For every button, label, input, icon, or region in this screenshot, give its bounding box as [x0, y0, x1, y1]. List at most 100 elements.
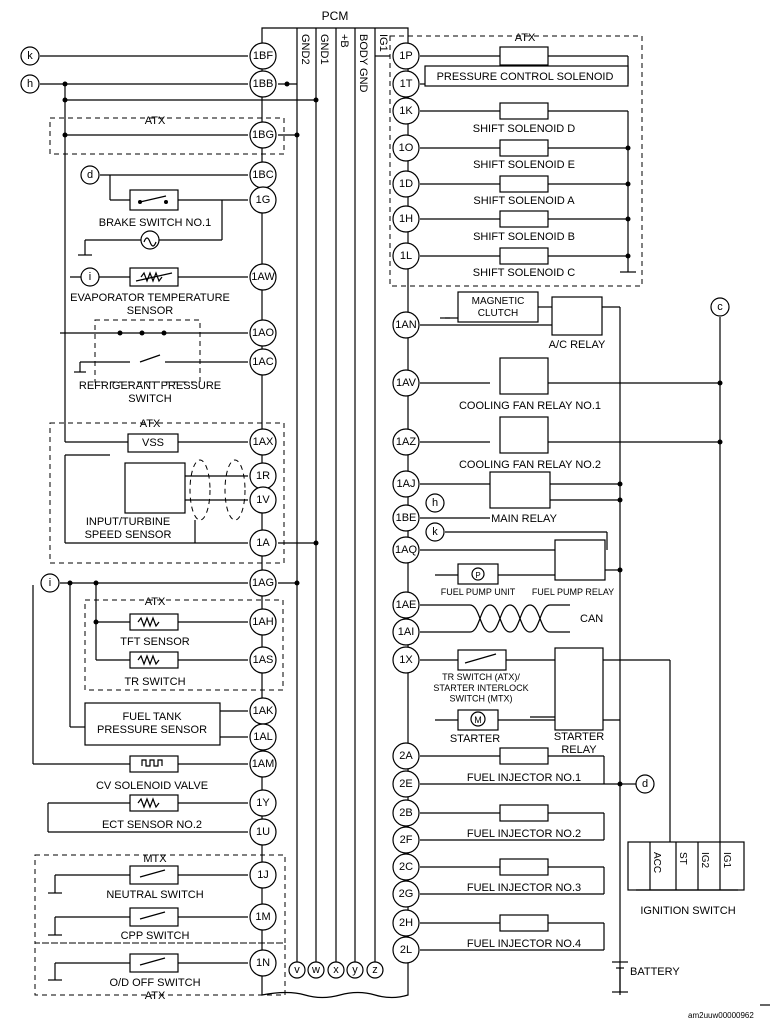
right-pin-1ae	[392, 591, 420, 619]
left-pin-1as	[249, 646, 277, 674]
mtx-label: MTX	[143, 853, 167, 865]
left-pin-1al	[249, 723, 277, 751]
pressure-solenoid-label: PRESSURE CONTROL SOLENOID	[437, 71, 614, 83]
right-pin-label: 1AN	[395, 319, 416, 331]
left-pin-label: 1G	[256, 194, 271, 206]
right-pin-label: 1K	[399, 105, 413, 117]
label-line: REFRIGERANT PRESSURE	[79, 380, 221, 392]
reference-markers: k h d i i c h k d	[20, 46, 730, 794]
tft-sensor-label: TFT SENSOR	[120, 636, 190, 648]
ig1-label: IG1	[377, 34, 389, 52]
label-line: SWITCH	[128, 393, 171, 405]
motor-letter: M	[474, 715, 482, 725]
right-pin-1k	[392, 97, 420, 125]
main-relay-label: MAIN RELAY	[491, 513, 557, 525]
injector-3-label: FUEL INJECTOR NO.3	[467, 882, 581, 894]
shift-a-label: SHIFT SOLENOID A	[473, 195, 575, 207]
ign-acc-label: ACC	[651, 852, 662, 873]
left-pin-1g	[249, 186, 277, 214]
label-line: PRESSURE SENSOR	[97, 724, 207, 736]
label-line: STARTER	[554, 731, 604, 743]
left-pin-label: 1Y	[256, 797, 270, 809]
left-pin-label: 1A	[256, 537, 270, 549]
right-pin-1o	[392, 134, 420, 162]
injector-2-label: FUEL INJECTOR NO.2	[467, 828, 581, 840]
left-labels: ATX BRAKE SWITCH NO.1 EVAPORATOR TEMPERA…	[70, 115, 230, 1002]
ref-h-right: h	[432, 497, 438, 509]
ref-d-right: d	[642, 778, 648, 790]
left-pin-1bg	[249, 121, 277, 149]
right-pin-1av	[392, 369, 420, 397]
right-pin-2g	[392, 880, 420, 908]
right-pin-label: 1AQ	[395, 544, 417, 556]
left-pin-1m	[249, 903, 277, 931]
left-pin-1j	[249, 861, 277, 889]
ref-h: h	[27, 78, 33, 90]
tr-switch-label: TR SWITCH	[124, 676, 185, 688]
label-line: CLUTCH	[478, 308, 519, 319]
right-pin-label: 1H	[399, 213, 413, 225]
terminal-w	[307, 961, 325, 979]
left-pin-label: 1BB	[253, 78, 274, 90]
shift-c-label: SHIFT SOLENOID C	[473, 267, 576, 279]
right-wiring: P M	[375, 35, 770, 1006]
cv-valve-label: CV SOLENOID VALVE	[96, 780, 208, 792]
label-line: SWITCH (MTX)	[450, 694, 513, 704]
gnd1-label: GND1	[318, 34, 330, 65]
label-line: MAGNETIC	[472, 296, 525, 307]
footer-code: am2uuw00000962	[688, 1011, 754, 1020]
right-pin-1h	[392, 205, 420, 233]
right-pin-1aq	[392, 536, 420, 564]
ign-ig1-label: IG1	[721, 852, 732, 869]
right-pin-label: 1BE	[396, 512, 417, 524]
injector-1-label: FUEL INJECTOR NO.1	[467, 772, 581, 784]
left-pin-label: 1AK	[253, 705, 274, 717]
od-off-switch-label: O/D OFF SWITCH	[109, 977, 200, 989]
left-pin-1ac	[249, 348, 277, 376]
body-gnd-label: BODY GND	[357, 34, 369, 93]
label-line: STARTER INTERLOCK	[433, 683, 528, 693]
right-pin-2a	[392, 742, 420, 770]
shift-b-label: SHIFT SOLENOID B	[473, 231, 575, 243]
right-pin-label: 2B	[399, 807, 412, 819]
terminal-label: z	[372, 964, 378, 976]
right-pin-2e	[392, 770, 420, 798]
right-pin-1an	[392, 311, 420, 339]
terminal-x	[327, 961, 345, 979]
right-pin-label: 2E	[399, 778, 412, 790]
cooling-fan-1-label: COOLING FAN RELAY NO.1	[459, 400, 601, 412]
label-line: INPUT/TURBINE	[86, 516, 170, 528]
left-pin-1y	[249, 789, 277, 817]
terminal-label: v	[294, 964, 300, 976]
terminal-label: w	[311, 964, 320, 976]
left-pin-1am	[249, 750, 277, 778]
fuel-pump-relay-label: FUEL PUMP RELAY	[532, 587, 614, 597]
left-pin-label: 1BC	[252, 169, 273, 181]
terminal-z	[366, 961, 384, 979]
left-pin-label: 1AH	[252, 616, 273, 628]
injector-4-label: FUEL INJECTOR NO.4	[467, 938, 581, 950]
left-wiring	[32, 55, 319, 996]
neutral-switch-label: NEUTRAL SWITCH	[106, 889, 203, 901]
left-pin-label: 1AX	[253, 436, 274, 448]
right-pin-2l	[392, 936, 420, 964]
terminal-label: y	[352, 964, 358, 976]
ref-d-left: d	[87, 169, 93, 181]
shift-e-label: SHIFT SOLENOID E	[473, 159, 575, 171]
right-pin-label: 1T	[400, 78, 413, 90]
right-pin-1x	[392, 646, 420, 674]
right-pin-1p	[392, 42, 420, 70]
atx-label-2: ATX	[140, 418, 161, 430]
pcm-block: PCM	[261, 9, 409, 999]
right-pin-label: 1AZ	[396, 436, 416, 448]
shift-d-label: SHIFT SOLENOID D	[473, 123, 576, 135]
label-line: EVAPORATOR TEMPERATURE	[70, 292, 230, 304]
ignition-switch-label: IGNITION SWITCH	[640, 905, 735, 917]
left-pin-1ax	[249, 428, 277, 456]
left-pin-label: 1AG	[252, 577, 274, 589]
